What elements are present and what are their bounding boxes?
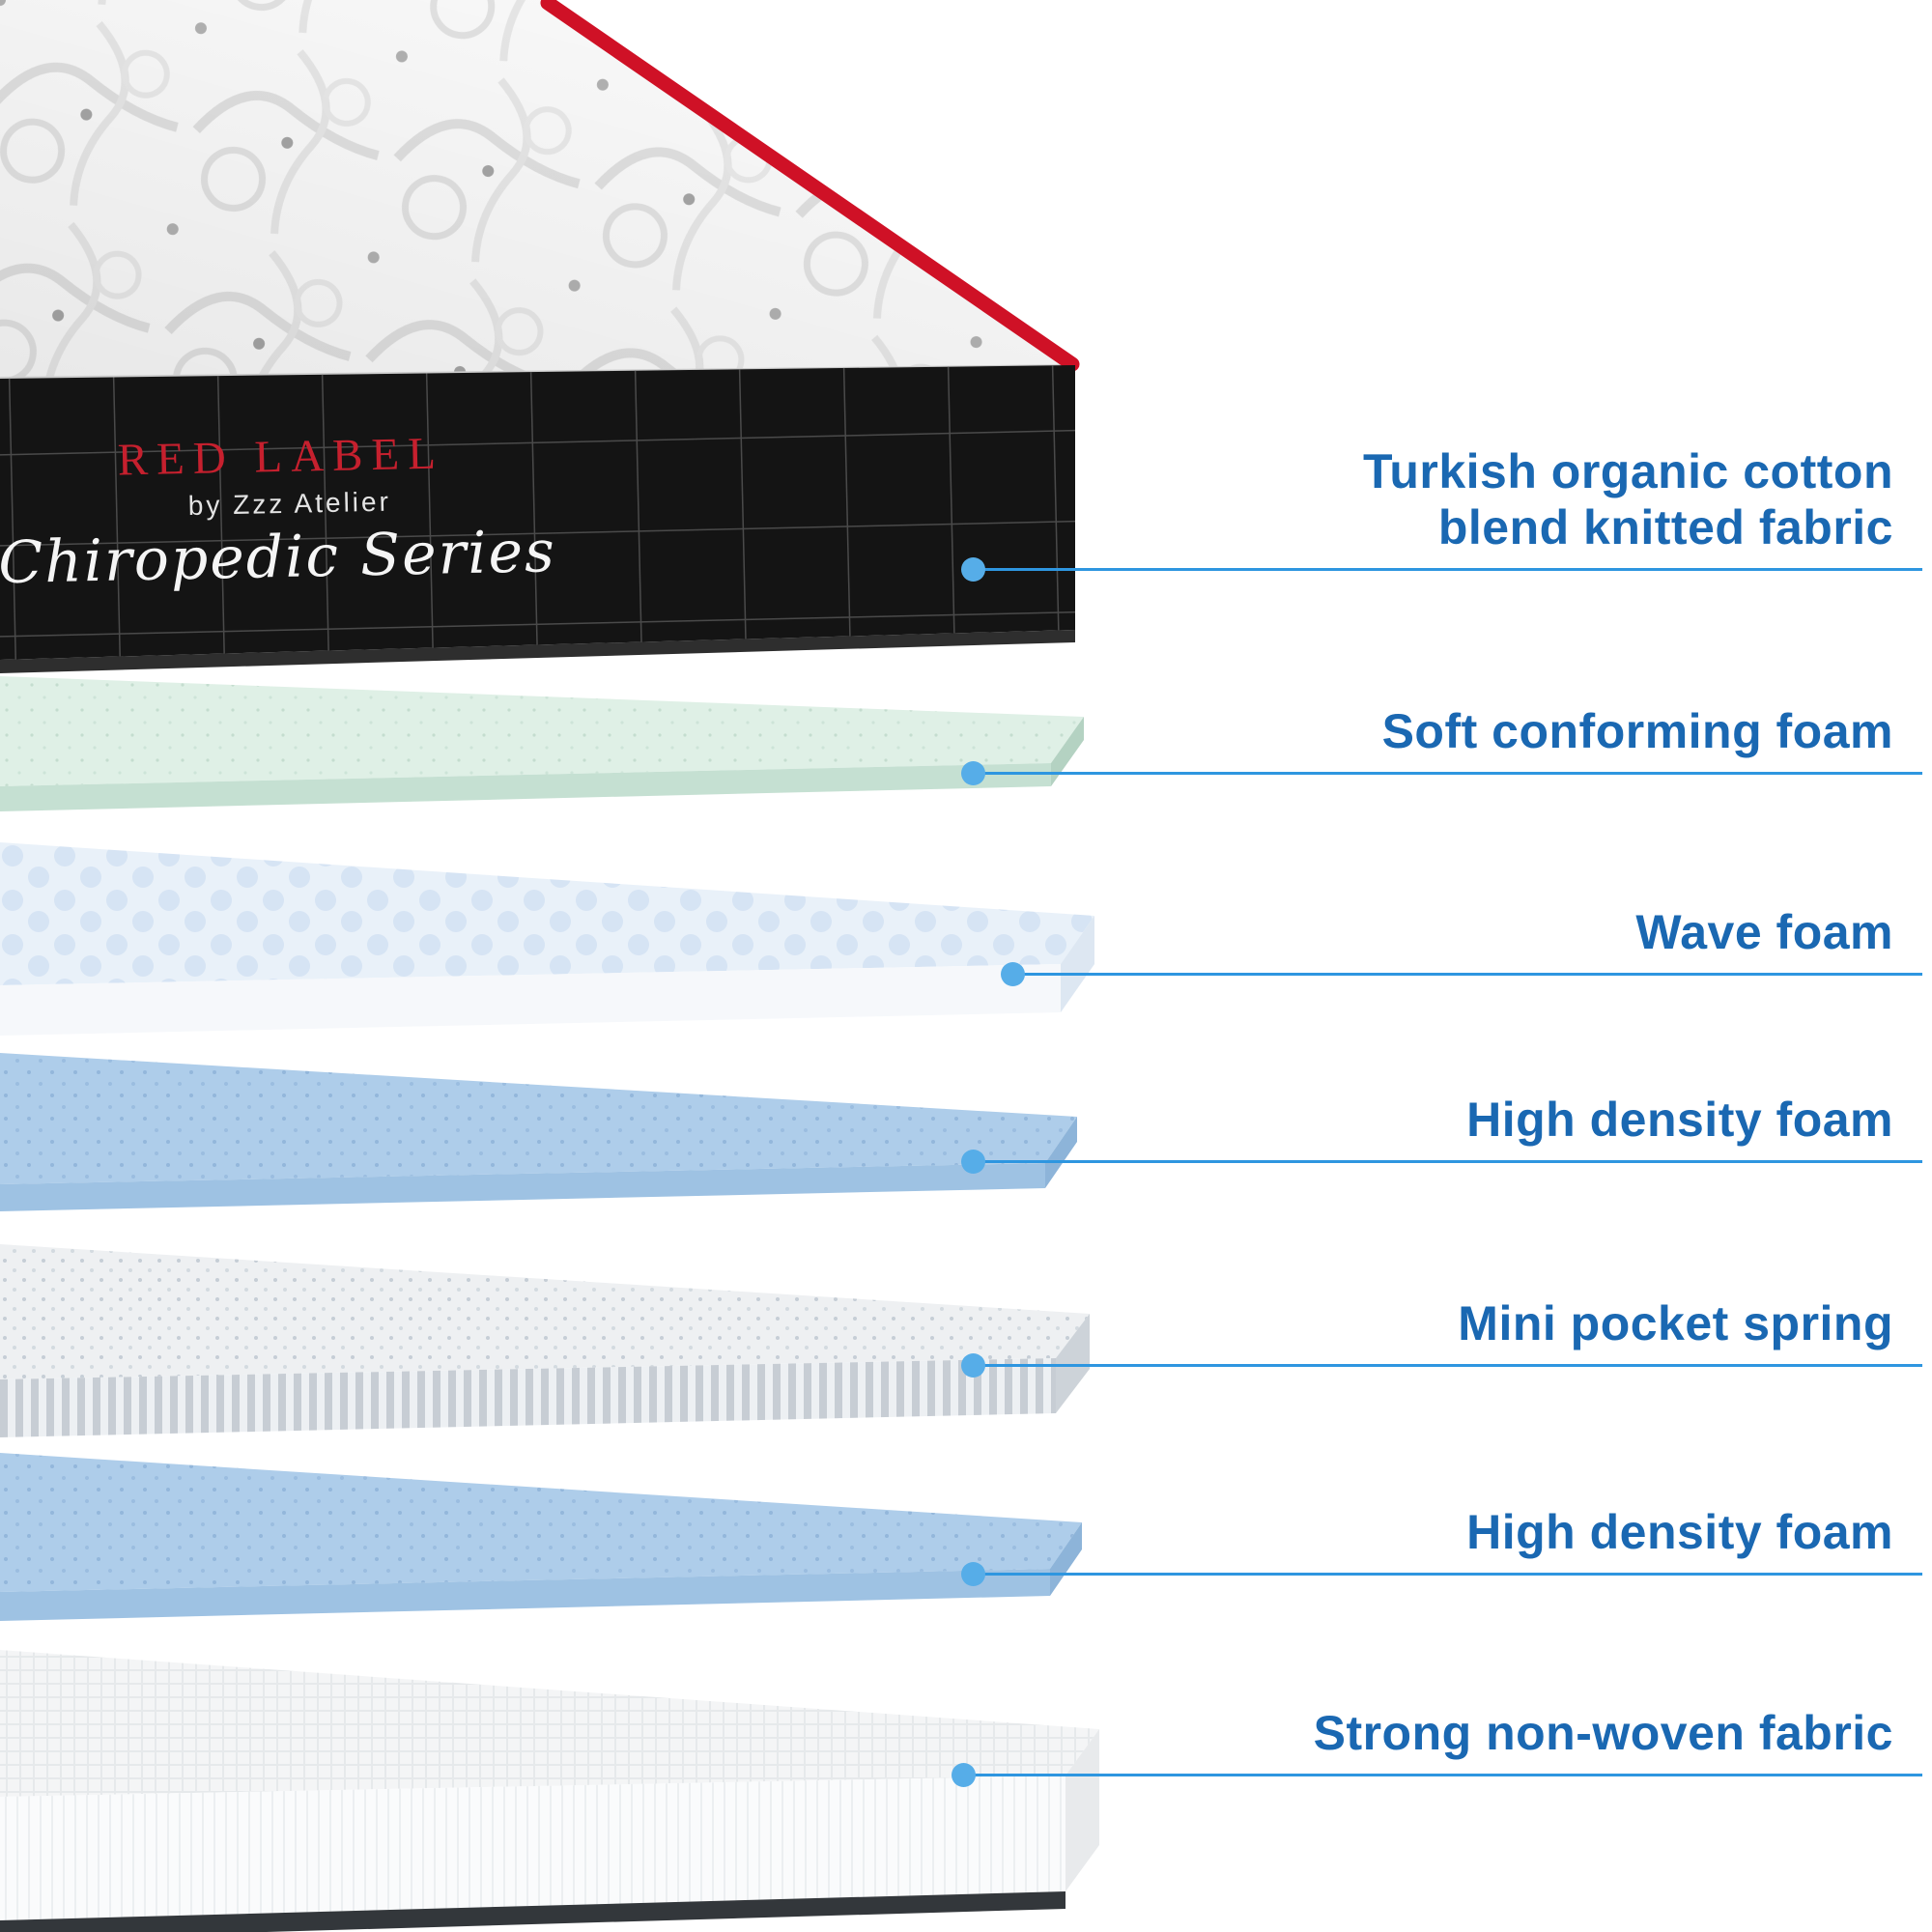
hd-foam-lower-texture [0, 1453, 1082, 1592]
hd-foam-lower-front-face [0, 1569, 1050, 1621]
callout-label: High density foam [1466, 1505, 1893, 1559]
quilted-top-shade [0, 0, 1075, 379]
pocket-spring-texture [0, 1244, 1090, 1379]
callout-dot [961, 1353, 985, 1378]
hd-foam-upper-end-cap [1045, 1117, 1077, 1188]
hd-foam-upper-texture [0, 1053, 1077, 1184]
hd-foam-upper-front-face [0, 1163, 1045, 1211]
layer-soft-conforming-foam [0, 676, 1084, 811]
layer-high-density-foam-upper [0, 1053, 1077, 1211]
callout-label: High density foam [1466, 1093, 1893, 1147]
callout-non-woven-fabric: Strong non-woven fabric [952, 1706, 1922, 1787]
base-front-face [0, 1776, 1065, 1920]
wave-foam-end-cap [1061, 916, 1094, 1012]
hd-foam-lower-end-cap [1050, 1522, 1082, 1596]
soft-foam-texture [0, 676, 1084, 786]
base-end-cap [1065, 1729, 1099, 1891]
callout-line [964, 1774, 1922, 1776]
callout-mini-pocket-spring: Mini pocket spring [961, 1296, 1922, 1378]
callout-wave-foam: Wave foam [1001, 905, 1922, 986]
callout-line [1013, 973, 1922, 976]
brand-name: RED LABEL [117, 428, 444, 485]
side-panel-grid [0, 365, 1075, 660]
brand-byline: by Zzz Atelier [187, 487, 391, 521]
callout-high-density-foam-lower: High density foam [961, 1505, 1922, 1586]
layer-wave-foam [0, 842, 1094, 1036]
callout-dot [1001, 962, 1025, 986]
layer-non-woven-base [0, 1650, 1099, 1932]
callout-label: Turkish organic cotton blend knitted fab… [1363, 444, 1893, 554]
wave-foam-top-face [0, 842, 1094, 985]
layer-high-density-foam-lower [0, 1453, 1082, 1621]
soft-foam-front-face [0, 763, 1051, 811]
callout-label: Soft conforming foam [1381, 704, 1893, 758]
layer-mini-pocket-spring [0, 1244, 1090, 1437]
callout-label: Wave foam [1635, 905, 1893, 959]
red-trim-piping [540, 0, 1080, 372]
callout-line [974, 772, 1922, 775]
pocket-spring-end-cap [1056, 1314, 1090, 1413]
callout-dot [961, 557, 985, 582]
callout-soft-conforming-foam: Soft conforming foam [961, 704, 1922, 785]
callout-line [974, 1364, 1922, 1367]
brand-series: Chiropedic Series [0, 518, 556, 597]
callout-dot [961, 1562, 985, 1586]
mattress-block: RED LABEL by Zzz Atelier Chiropedic Seri… [0, 0, 1080, 673]
callout-label: Strong non-woven fabric [1313, 1706, 1893, 1760]
callout-line [974, 1160, 1922, 1163]
soft-foam-end-cap [1051, 717, 1084, 786]
callout-dot [961, 1150, 985, 1174]
callout-turkish-cotton: Turkish organic cotton blend knitted fab… [961, 444, 1922, 582]
wave-foam-front-face [0, 964, 1061, 1036]
pocket-spring-front-face [0, 1358, 1056, 1437]
brand-text-group: RED LABEL by Zzz Atelier Chiropedic Seri… [0, 428, 556, 597]
base-bottom-lip [0, 1891, 1065, 1932]
callout-dot [952, 1763, 976, 1787]
callout-line [974, 1573, 1922, 1576]
callout-label: Mini pocket spring [1458, 1296, 1893, 1350]
side-panel-lip [0, 630, 1075, 673]
callout-dot [961, 761, 985, 785]
callout-line [974, 568, 1922, 571]
base-top-face [0, 1650, 1099, 1797]
callout-high-density-foam-upper: High density foam [961, 1093, 1922, 1174]
